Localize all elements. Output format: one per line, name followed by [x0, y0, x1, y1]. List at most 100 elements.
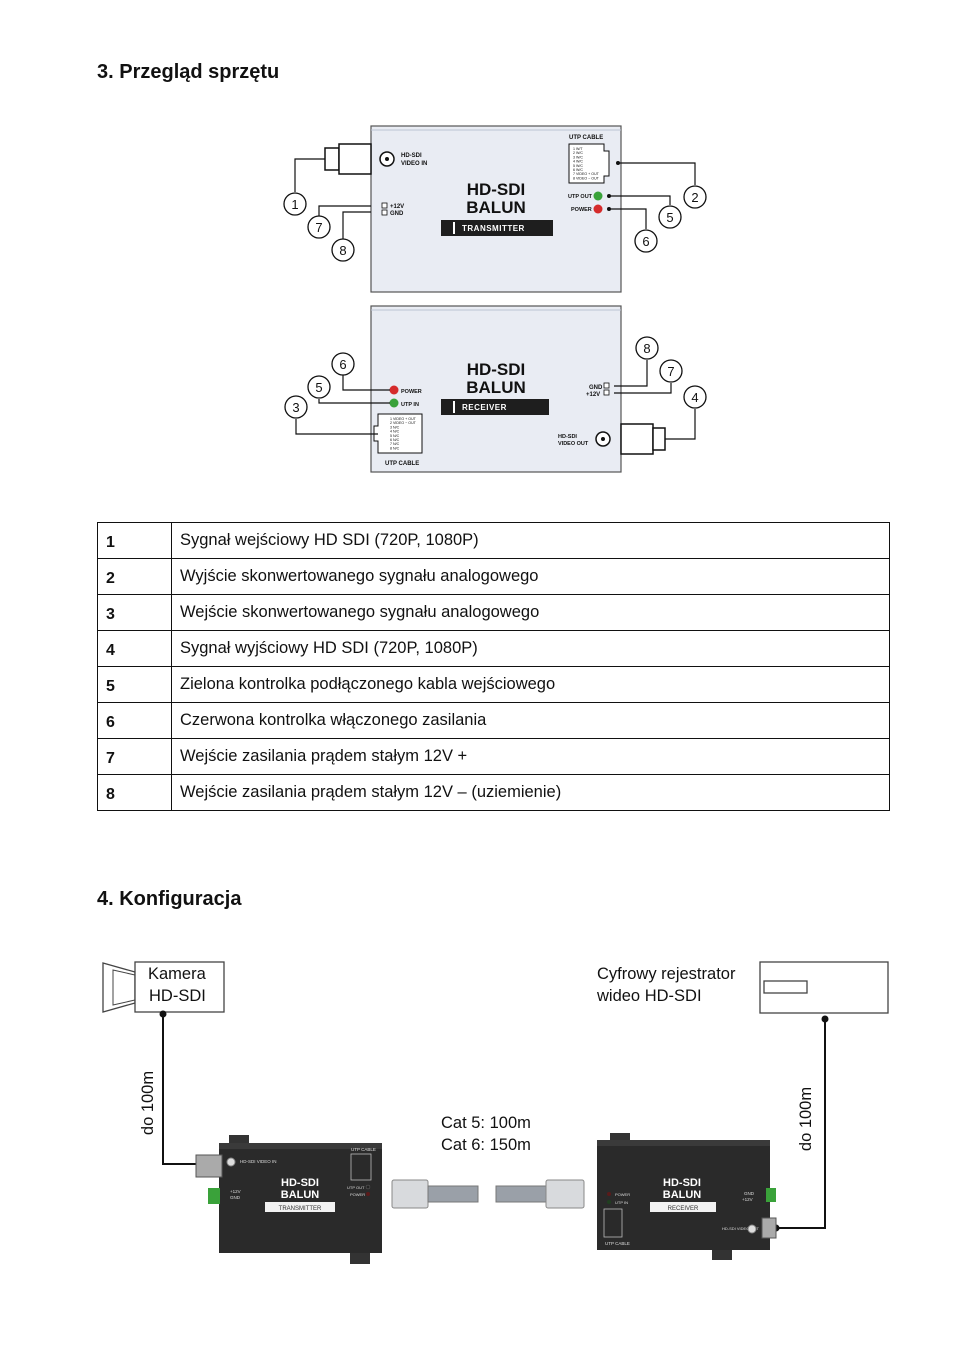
- tx-power-plus-label: +12V: [390, 204, 404, 210]
- tx-callouts: 1 7 8 2 5 6: [283, 185, 707, 262]
- rx-video-out-label-2: VIDEO OUT: [558, 441, 589, 447]
- section-4-heading: 4. Konfiguracja: [97, 888, 242, 910]
- tx-utp-out-label: UTP OUT: [568, 194, 593, 200]
- legend-number: 2: [97, 558, 172, 595]
- tx-utp-out-led: [593, 191, 603, 201]
- cfg-rx-brand-2: BALUN: [663, 1189, 702, 1201]
- camera-label-line-1: Kamera: [148, 965, 206, 983]
- tx-brand-line-2: BALUN: [466, 198, 526, 217]
- legend-number: 5: [97, 666, 172, 703]
- legend-description: Wejście zasilania prądem stałym 12V +: [171, 738, 890, 775]
- tx-callout-6: 6: [642, 234, 649, 249]
- legend-number: 3: [97, 594, 172, 631]
- legend-description: Sygnał wyjściowy HD SDI (720P, 1080P): [171, 630, 890, 667]
- cfg-rx-12v: +12V: [742, 1197, 753, 1202]
- rx-callout-4: 4: [691, 390, 698, 405]
- legend-description: Wyjście skonwertowanego sygnału analogow…: [171, 558, 890, 595]
- transmitter-diagram: HD-SDI VIDEO IN +12V GND HD-SDI BALUN TR…: [283, 125, 707, 293]
- tx-callout-2: 2: [691, 190, 698, 205]
- rx-12v-label: +12V: [586, 392, 600, 398]
- pinout-line: 2 VIDEO − OUT: [390, 421, 417, 425]
- tx-brand-line-1: HD-SDI: [467, 180, 526, 199]
- rx-callout-8: 8: [643, 341, 650, 356]
- legend-number: 8: [97, 774, 172, 811]
- cfg-rx-power: POWER: [615, 1192, 630, 1197]
- cfg-tx-12v: +12V: [230, 1189, 241, 1194]
- rx-utp-in-led: [389, 398, 399, 408]
- rx-gnd-label: GND: [589, 385, 603, 391]
- cfg-rx-utp-in: UTP IN: [615, 1200, 628, 1205]
- cfg-rx-utp-cable: UTP CABLE: [605, 1241, 630, 1246]
- section-3-heading: 3. Przegląd sprzętu: [97, 61, 280, 83]
- legend-description: Wejście zasilania prądem stałym 12V – (u…: [171, 774, 890, 811]
- pinout-line: 7 N/C: [390, 442, 400, 446]
- legend-number: 4: [97, 630, 172, 667]
- legend-description: Wejście skonwertowanego sygnału analogow…: [171, 594, 890, 631]
- dvr-label-line-2: wideo HD-SDI: [597, 987, 702, 1005]
- rx-callout-5: 5: [315, 380, 322, 395]
- cat5-label: Cat 5: 100m: [441, 1114, 531, 1132]
- rx-bnc-connector: [620, 423, 666, 455]
- tx-callout-8: 8: [339, 243, 346, 258]
- dvr-label-line-1: Cyfrowy rejestrator: [597, 965, 736, 983]
- transmitter-device: HD-SDI VIDEO IN +12V GND HD-SDI BALUN TR…: [195, 1135, 382, 1264]
- tx-power-label: POWER: [571, 207, 592, 213]
- tx-callout-1: 1: [291, 197, 298, 212]
- pinout-line: 7 VIDEO + OUT: [573, 172, 600, 176]
- cfg-tx-brand-2: BALUN: [281, 1189, 320, 1201]
- cfg-tx-utp-out: UTP OUT: [347, 1185, 365, 1190]
- cfg-rx-brand-1: HD-SDI: [663, 1177, 701, 1189]
- pinout-line: 8 VIDEO − OUT: [573, 176, 600, 180]
- tx-callout-5: 5: [666, 210, 673, 225]
- cfg-rx-video-out: HD-SDI VIDEO OUT: [722, 1226, 759, 1231]
- pinout-line: 1 VIDEO + OUT: [390, 417, 417, 421]
- cfg-tx-gnd: GND: [230, 1195, 241, 1200]
- tx-utp-pinout: 1 W/T2 W/C3 W/C4 W/C5 W/C6 W/C7 VIDEO + …: [573, 147, 600, 180]
- rx-brand-line-1: HD-SDI: [467, 360, 526, 379]
- pinout-line: 4 W/C: [573, 160, 583, 164]
- receiver-device: POWER UTP IN UTP CABLE HD-SDI BALUN RECE…: [597, 1133, 777, 1260]
- rx-utp-in-label: UTP IN: [401, 402, 419, 408]
- pinout-line: 8 N/C: [390, 446, 400, 450]
- pinout-line: 5 W/C: [573, 164, 583, 168]
- tx-utp-cable-label: UTP CABLE: [569, 135, 603, 141]
- legend-number: 7: [97, 738, 172, 775]
- tx-video-in-label-1: HD-SDI: [401, 153, 422, 159]
- pinout-line: 5 N/C: [390, 434, 400, 438]
- rx-brand-line-2: BALUN: [466, 378, 526, 397]
- cat6-label: Cat 6: 150m: [441, 1136, 531, 1154]
- pinout-line: 1 W/T: [573, 147, 583, 151]
- rx-callout-6: 6: [339, 357, 346, 372]
- rx-callout-7: 7: [667, 364, 674, 379]
- tx-video-in-label-2: VIDEO IN: [401, 161, 427, 167]
- cfg-rx-gnd: GND: [744, 1191, 755, 1196]
- legend-number: 1: [97, 522, 172, 559]
- rx-video-out-label-1: HD-SDI: [558, 434, 577, 440]
- pinout-line: 2 W/C: [573, 151, 583, 155]
- cfg-tx-type: TRANSMITTER: [279, 1206, 322, 1212]
- tx-power-led: [593, 204, 603, 214]
- legend-description: Zielona kontrolka podłączonego kabla wej…: [171, 666, 890, 703]
- cable-length-right: do 100m: [797, 1087, 815, 1151]
- rx-utp-cable-label: UTP CABLE: [385, 461, 419, 467]
- rx-type-label: RECEIVER: [462, 403, 507, 412]
- pinout-line: 3 W/C: [573, 155, 583, 159]
- pinout-line: 6 N/C: [390, 438, 400, 442]
- legend-number: 6: [97, 702, 172, 739]
- pinout-line: 3 N/C: [390, 425, 400, 429]
- utp-cable-icon: [391, 1179, 585, 1209]
- pinout-line: 4 N/C: [390, 430, 400, 434]
- hardware-overview-diagram: HD-SDI VIDEO IN +12V GND HD-SDI BALUN TR…: [283, 125, 707, 473]
- camera-label-line-2: HD-SDI: [149, 987, 206, 1005]
- dvr-icon: [759, 961, 889, 1014]
- cfg-tx-utp-cable: UTP CABLE: [351, 1147, 376, 1152]
- tx-type-label: TRANSMITTER: [462, 224, 525, 233]
